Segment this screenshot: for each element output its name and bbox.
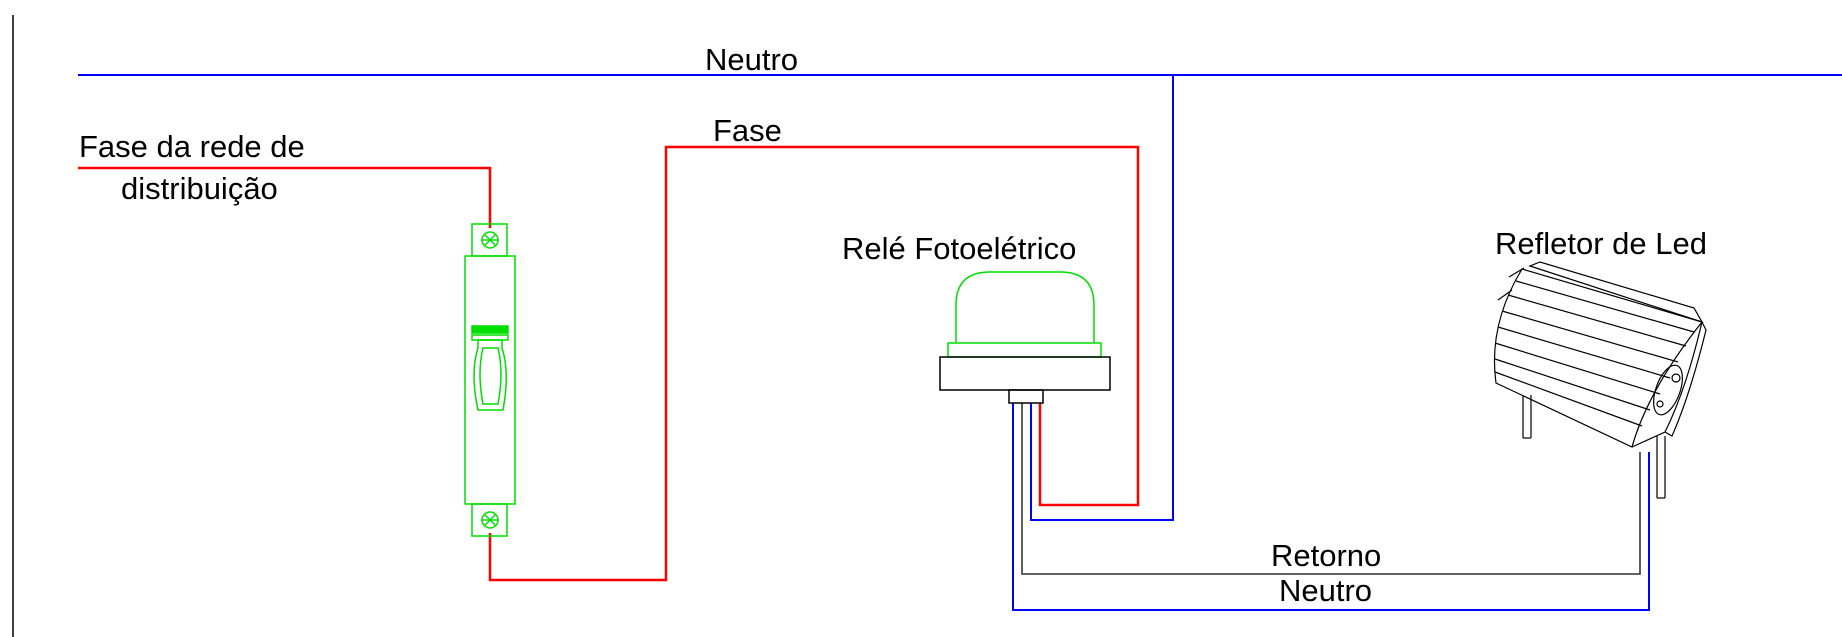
fase-rede-wire	[78, 166, 492, 228]
label-fase-rede-line1: Fase da rede de	[79, 129, 305, 164]
led-floodlight	[1493, 261, 1707, 499]
neutro-wire-top	[78, 74, 1842, 521]
label-neutro-top: Neutro	[705, 42, 798, 77]
label-fase: Fase	[713, 113, 782, 148]
retorno-wire	[1021, 403, 1641, 575]
fase-wire	[488, 145, 1140, 582]
label-retorno: Retorno	[1271, 538, 1381, 573]
label-rele-fotoeletrico: Relé Fotoelétrico	[842, 231, 1076, 266]
photoelectric-relay	[939, 271, 1111, 404]
neutro-wire-bottom	[1012, 403, 1650, 611]
label-refletor-de-led: Refletor de Led	[1495, 226, 1707, 261]
circuit-breaker	[464, 223, 516, 537]
label-neutro-bottom: Neutro	[1279, 573, 1372, 608]
label-fase-rede-line2: distribuição	[121, 171, 278, 206]
